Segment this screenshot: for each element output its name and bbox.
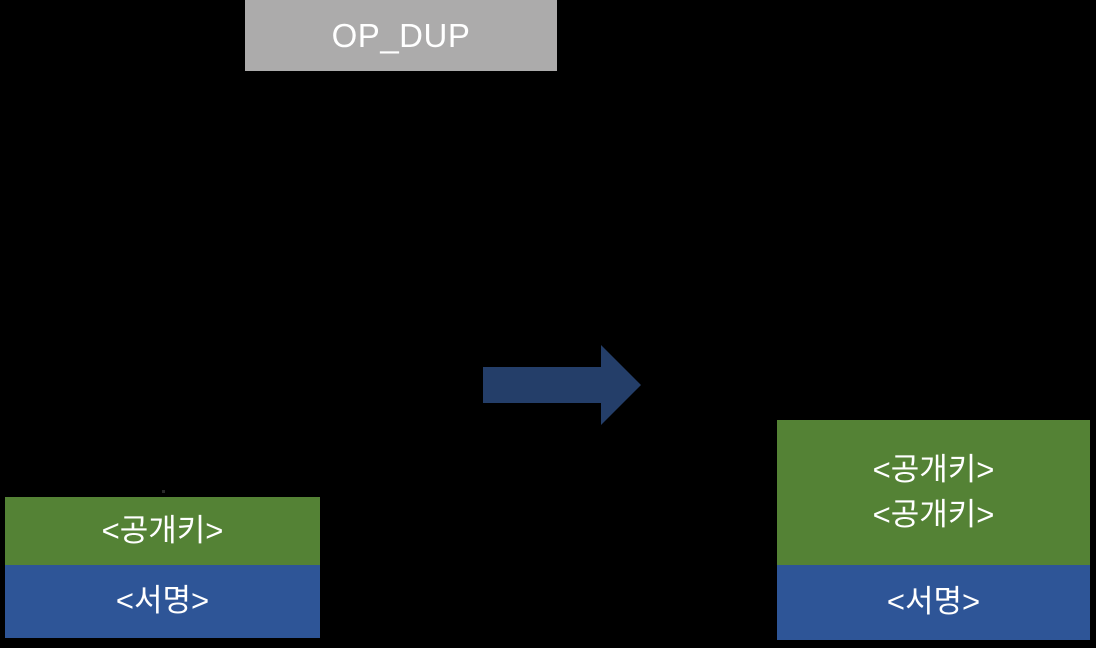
stack-before-pubkey-label: <공개키> — [101, 512, 224, 548]
stack-before-signature-cell: <서명> — [5, 565, 320, 638]
stack-before-signature-label: <서명> — [115, 583, 210, 619]
stack-after-signature-label: <서명> — [886, 584, 981, 620]
stack-before: <공개키> <서명> — [5, 497, 320, 638]
stack-after-pubkey-label-2: <공개키> — [872, 496, 995, 532]
stack-after-signature-cell: <서명> — [777, 565, 1090, 640]
right-arrow-icon — [483, 345, 641, 425]
stack-after-pubkey-label-1: <공개키> — [872, 451, 995, 487]
stack-before-pubkey-cell: <공개키> — [5, 497, 320, 565]
opcode-box: OP_DUP — [245, 0, 557, 71]
image-speck — [162, 490, 165, 493]
right-arrow-svg — [483, 345, 641, 425]
stack-after-pubkey-cell: <공개키> <공개키> — [777, 420, 1090, 565]
opcode-label: OP_DUP — [331, 17, 471, 54]
right-arrow-shape — [483, 345, 641, 425]
stack-after: <공개키> <공개키> <서명> — [777, 420, 1090, 640]
